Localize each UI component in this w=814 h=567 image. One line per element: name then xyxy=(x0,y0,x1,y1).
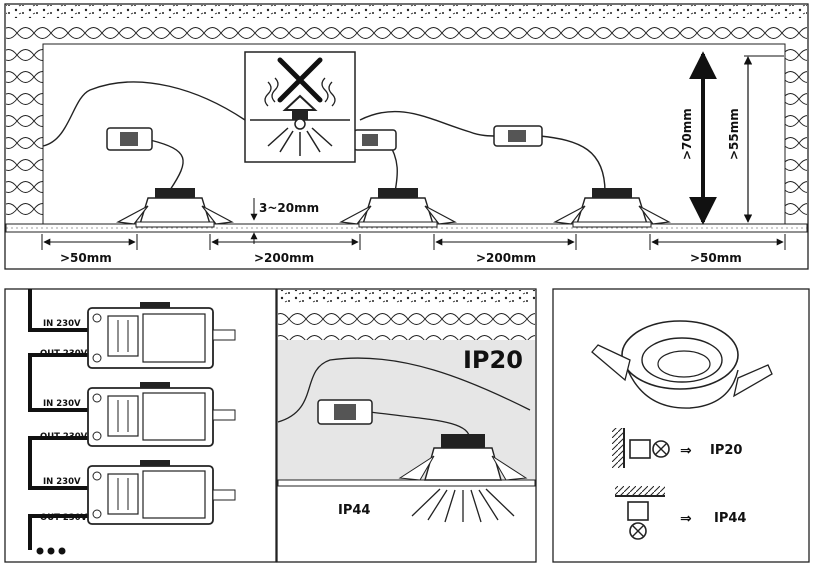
dim-edge-right: >50mm xyxy=(690,251,742,265)
driver-box-3 xyxy=(493,125,543,147)
insulation-right-band xyxy=(785,44,807,224)
ip-driver-box xyxy=(317,399,373,425)
top-stipple-layer xyxy=(6,5,807,18)
prohibit-cross-icon xyxy=(277,57,323,103)
wall-mount-icon xyxy=(612,428,670,468)
orientation-panel: ⇒ IP20 ⇒ IP44 xyxy=(552,288,810,563)
driver-unit-2 xyxy=(87,382,236,447)
supply-cable xyxy=(42,81,246,147)
dim-between-2: >200mm xyxy=(476,251,536,265)
out-label-2: OUT 230V xyxy=(40,432,88,442)
fixture-perspective xyxy=(591,320,773,409)
ip44-label: IP44 xyxy=(338,503,370,518)
arrow-glyph-1: ⇒ xyxy=(680,443,692,459)
dim-between-1: >200mm xyxy=(254,251,314,265)
in-label-1: IN 230V xyxy=(43,319,81,329)
out-label-1: OUT 230V xyxy=(40,349,88,359)
light-rays xyxy=(411,488,515,523)
dim-spacing-vertical: 3~20mm xyxy=(259,201,319,215)
no-insulation-cover-warning xyxy=(244,51,356,163)
continuation-dots xyxy=(36,547,66,555)
ip-downlight xyxy=(398,434,528,481)
driver-box-2 xyxy=(353,129,397,151)
insulation-left-band xyxy=(6,44,43,224)
ceiling-mount-icon xyxy=(615,486,665,540)
downlight-3 xyxy=(553,188,671,228)
dim-height-55: >55mm xyxy=(727,108,741,160)
insulation-top-band xyxy=(6,18,807,44)
driver-box-1 xyxy=(106,127,153,151)
ceiling-rating: IP44 xyxy=(714,511,746,526)
wall-rating: IP20 xyxy=(710,443,742,458)
downlight-1 xyxy=(116,188,234,228)
horizontal-dimensions xyxy=(41,234,786,250)
in-label-2: IN 230V xyxy=(43,399,81,409)
downlight-2 xyxy=(339,188,457,228)
driver-unit-3 xyxy=(87,460,236,525)
ip-panel: IP20 IP44 xyxy=(276,288,537,563)
ip20-label: IP20 xyxy=(463,346,523,374)
out-label-3: OUT 230V xyxy=(40,513,88,523)
dim-edge-left: >50mm xyxy=(60,251,112,265)
driver-unit-1 xyxy=(87,302,236,369)
in-label-3: IN 230V xyxy=(43,477,81,487)
arrow-glyph-2: ⇒ xyxy=(680,511,692,527)
dim-height-70: >70mm xyxy=(680,108,694,160)
top-panel: >70mm >55mm 3~20mm >50mm >200mm >200mm >… xyxy=(4,3,809,270)
wiring-panel: IN 230V OUT 230V IN 230V OUT 230V IN 230… xyxy=(4,288,277,563)
